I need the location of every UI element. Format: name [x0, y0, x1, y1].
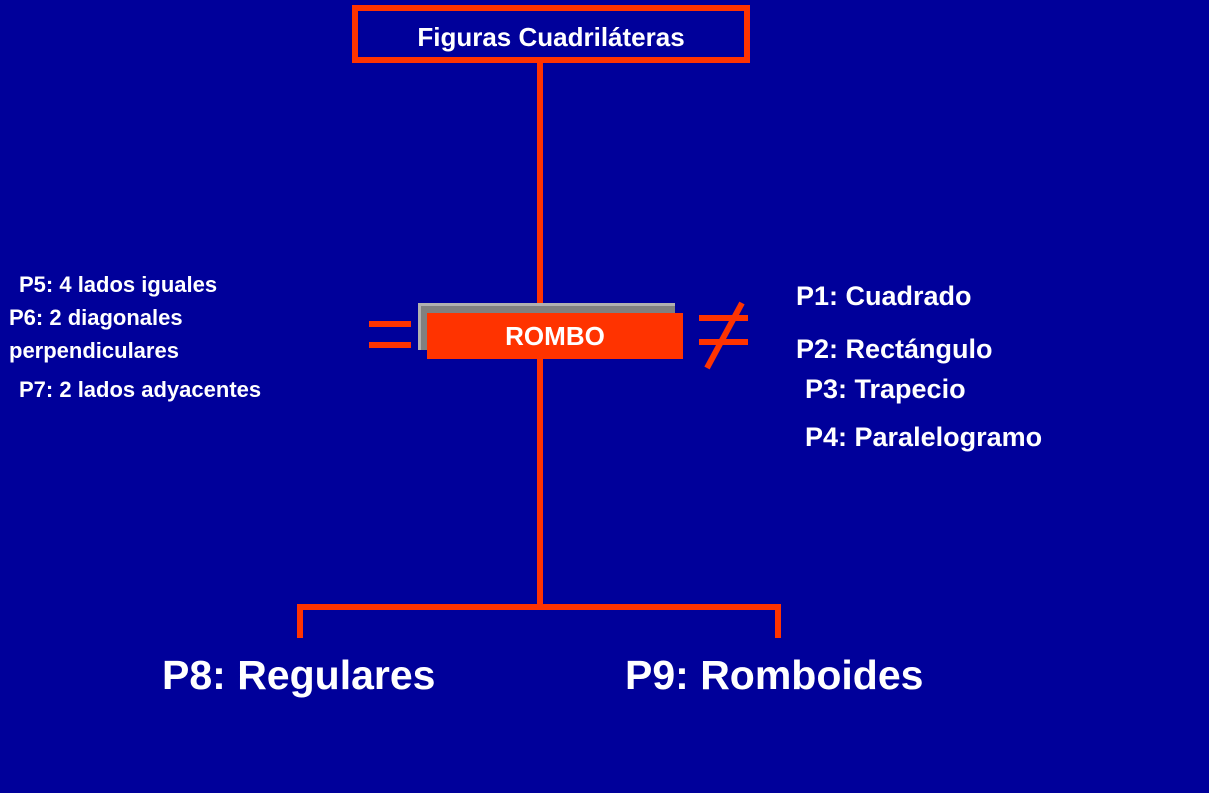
bottom-label-romboides: P9: Romboides [625, 652, 924, 698]
diagram-title: Figuras Cuadriláteras [417, 22, 685, 52]
rombo-label: ROMBO [505, 321, 605, 351]
property-p3: P3: Trapecio [805, 374, 966, 404]
rombo-node: ROMBO [427, 313, 683, 359]
property-p5: P5: 4 lados iguales [19, 272, 218, 297]
property-p4: P4: Paralelogramo [805, 422, 1043, 452]
property-p1: P1: Cuadrado [796, 281, 972, 311]
bottom-label-regulares: P8: Regulares [162, 652, 436, 698]
property-p6-line2: perpendiculares [9, 338, 179, 363]
equal-sign-icon [369, 321, 411, 348]
title-box: Figuras Cuadriláteras [352, 5, 750, 63]
not-equal-sign-icon [699, 301, 748, 370]
property-p7: P7: 2 lados adyacentes [19, 377, 262, 402]
property-p6-line1: P6: 2 diagonales [9, 305, 183, 330]
property-p2: P2: Rectángulo [796, 334, 993, 364]
